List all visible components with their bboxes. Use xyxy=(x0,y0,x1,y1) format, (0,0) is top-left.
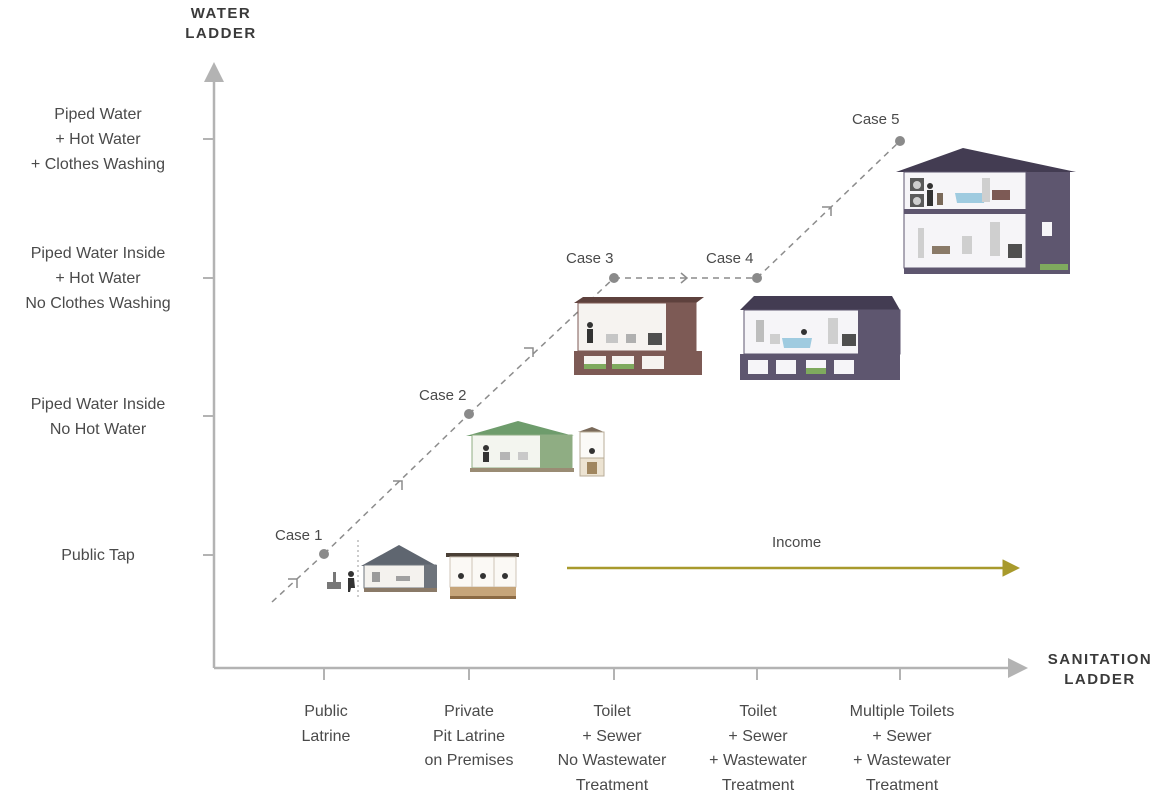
tap-figures-icon xyxy=(327,571,355,592)
case-label: Case 2 xyxy=(419,387,467,404)
x-level-label: Multiple Toilets + Sewer + Wastewater Tr… xyxy=(849,703,955,794)
small-house-icon xyxy=(361,545,437,592)
case-label: Case 3 xyxy=(566,250,614,267)
case2-illustration xyxy=(466,421,605,477)
y-level-label: Piped Water Inside + Hot Water No Clothe… xyxy=(25,245,171,312)
path-arrow xyxy=(524,347,534,357)
case1-marker xyxy=(319,549,329,559)
y-level-label: Piped Water + Hot Water + Clothes Washin… xyxy=(30,106,166,173)
case-label: Case 4 xyxy=(706,250,754,267)
path-arrow xyxy=(822,206,832,216)
case-markers xyxy=(319,136,905,559)
case4-illustration xyxy=(740,296,901,380)
case3-illustration xyxy=(574,297,704,375)
path-arrow xyxy=(393,480,403,490)
y-level-label: Piped Water Inside No Hot Water xyxy=(30,396,166,438)
case5-illustration xyxy=(896,148,1076,274)
x-level-label: Toilet + Sewer + Wastewater Treatment xyxy=(709,703,807,794)
x-level-label: Private Pit Latrine on Premises xyxy=(424,703,514,769)
y-axis-title: WATER LADDER xyxy=(185,5,257,42)
path-segment xyxy=(756,140,901,279)
case-label: Case 5 xyxy=(852,111,900,128)
case2-marker xyxy=(464,409,474,419)
case5-marker xyxy=(895,136,905,146)
y-level-label: Public Tap xyxy=(61,547,135,564)
case4-marker xyxy=(752,273,762,283)
path-segment xyxy=(323,413,470,555)
case-label: Case 1 xyxy=(275,527,323,544)
x-level-label: Toilet + Sewer No Wastewater Treatment xyxy=(557,703,667,794)
case1-illustration xyxy=(327,545,519,599)
path-segment xyxy=(271,553,325,603)
x-axis-title: SANITATION LADDER xyxy=(1047,651,1153,688)
x-axis-ticks xyxy=(323,668,901,680)
income-label: Income xyxy=(772,534,822,551)
x-level-label: Public Latrine xyxy=(301,703,351,745)
pit-latrine-icon xyxy=(446,553,519,599)
outhouse-icon xyxy=(578,427,605,477)
case3-marker xyxy=(609,273,619,283)
y-axis-ticks xyxy=(203,138,214,556)
path-arrow xyxy=(680,272,689,284)
path-arrow xyxy=(288,578,298,588)
